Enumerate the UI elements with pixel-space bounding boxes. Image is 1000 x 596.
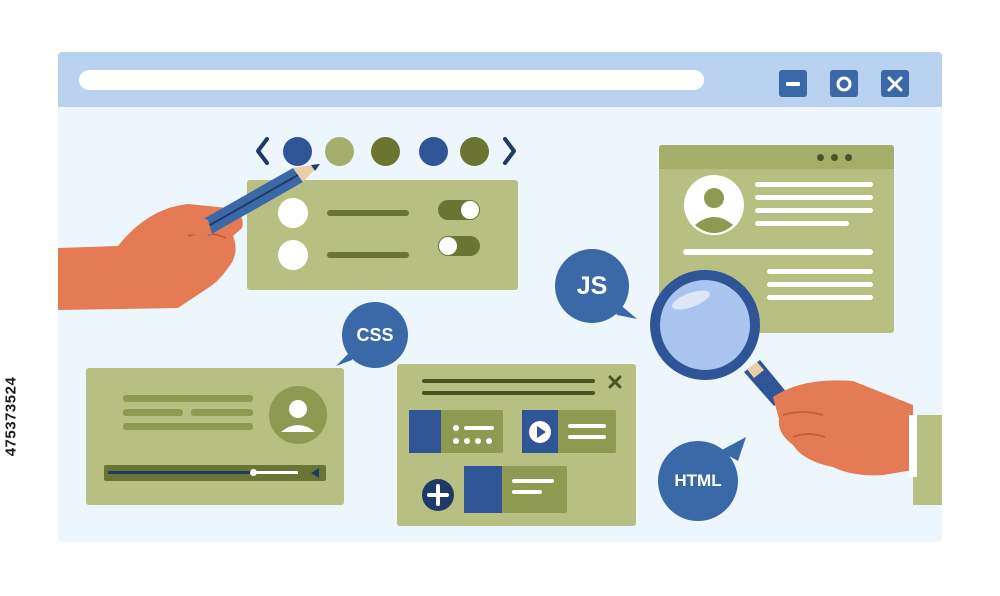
text-line bbox=[755, 182, 873, 187]
text-line bbox=[767, 282, 873, 287]
text-line bbox=[123, 395, 253, 402]
text-line bbox=[767, 295, 873, 300]
avatar-icon bbox=[269, 386, 327, 444]
chevron-right-icon[interactable] bbox=[498, 134, 520, 168]
menu-dot-icon bbox=[845, 154, 852, 161]
progress-track[interactable] bbox=[104, 465, 326, 481]
hand-holding-magnifier-illustration bbox=[773, 380, 942, 505]
watermark-id: 475373524 bbox=[2, 376, 20, 456]
menu-dot-icon bbox=[817, 154, 824, 161]
widget-card bbox=[397, 364, 636, 526]
carousel-dot[interactable] bbox=[325, 137, 354, 166]
play-icon[interactable] bbox=[528, 420, 552, 444]
minimize-icon bbox=[786, 81, 800, 86]
address-bar[interactable] bbox=[79, 70, 704, 90]
list-item[interactable] bbox=[464, 466, 567, 513]
html-bubble: HTML bbox=[658, 437, 746, 521]
text-line bbox=[191, 409, 253, 416]
close-button[interactable] bbox=[881, 70, 909, 97]
close-icon bbox=[887, 76, 903, 91]
profile-card-header bbox=[659, 145, 894, 169]
text-line bbox=[767, 269, 873, 274]
css-label: CSS bbox=[356, 324, 394, 345]
text-line bbox=[123, 409, 183, 416]
carousel-dot[interactable] bbox=[283, 137, 312, 166]
maximize-icon bbox=[836, 76, 852, 91]
settings-card bbox=[247, 180, 518, 290]
minimize-button[interactable] bbox=[779, 70, 807, 97]
volume-icon[interactable] bbox=[310, 468, 320, 478]
avatar-icon bbox=[684, 175, 744, 235]
text-line bbox=[123, 423, 253, 430]
js-label: JS bbox=[576, 271, 608, 300]
toggle-switch-on[interactable] bbox=[438, 200, 480, 220]
html-label: HTML bbox=[674, 471, 722, 490]
progress-handle[interactable] bbox=[250, 469, 257, 476]
carousel-dot[interactable] bbox=[371, 137, 400, 166]
magnifying-glass-icon bbox=[650, 270, 788, 406]
toggle-switch-off[interactable] bbox=[438, 236, 480, 256]
text-line bbox=[422, 391, 595, 395]
chevron-left-icon[interactable] bbox=[252, 134, 274, 168]
pencil-icon bbox=[198, 164, 320, 236]
maximize-button[interactable] bbox=[830, 70, 858, 97]
radio-option[interactable] bbox=[278, 240, 308, 270]
text-line bbox=[755, 208, 873, 213]
menu-dot-icon bbox=[831, 154, 838, 161]
add-icon[interactable] bbox=[421, 478, 455, 512]
list-item[interactable] bbox=[409, 410, 503, 453]
text-line bbox=[755, 195, 873, 200]
radio-option[interactable] bbox=[278, 198, 308, 228]
media-player-card bbox=[86, 368, 344, 505]
js-bubble: JS bbox=[555, 249, 637, 323]
setting-label-line bbox=[327, 252, 409, 258]
carousel-dot[interactable] bbox=[419, 137, 448, 166]
text-line bbox=[683, 249, 873, 255]
close-icon[interactable] bbox=[608, 375, 622, 389]
text-line bbox=[755, 221, 849, 226]
carousel-dot[interactable] bbox=[460, 137, 489, 166]
setting-label-line bbox=[327, 210, 409, 216]
video-item[interactable] bbox=[522, 410, 616, 453]
css-bubble: CSS bbox=[336, 302, 408, 368]
text-line bbox=[422, 379, 595, 383]
hand-with-pencil-illustration bbox=[58, 164, 320, 310]
